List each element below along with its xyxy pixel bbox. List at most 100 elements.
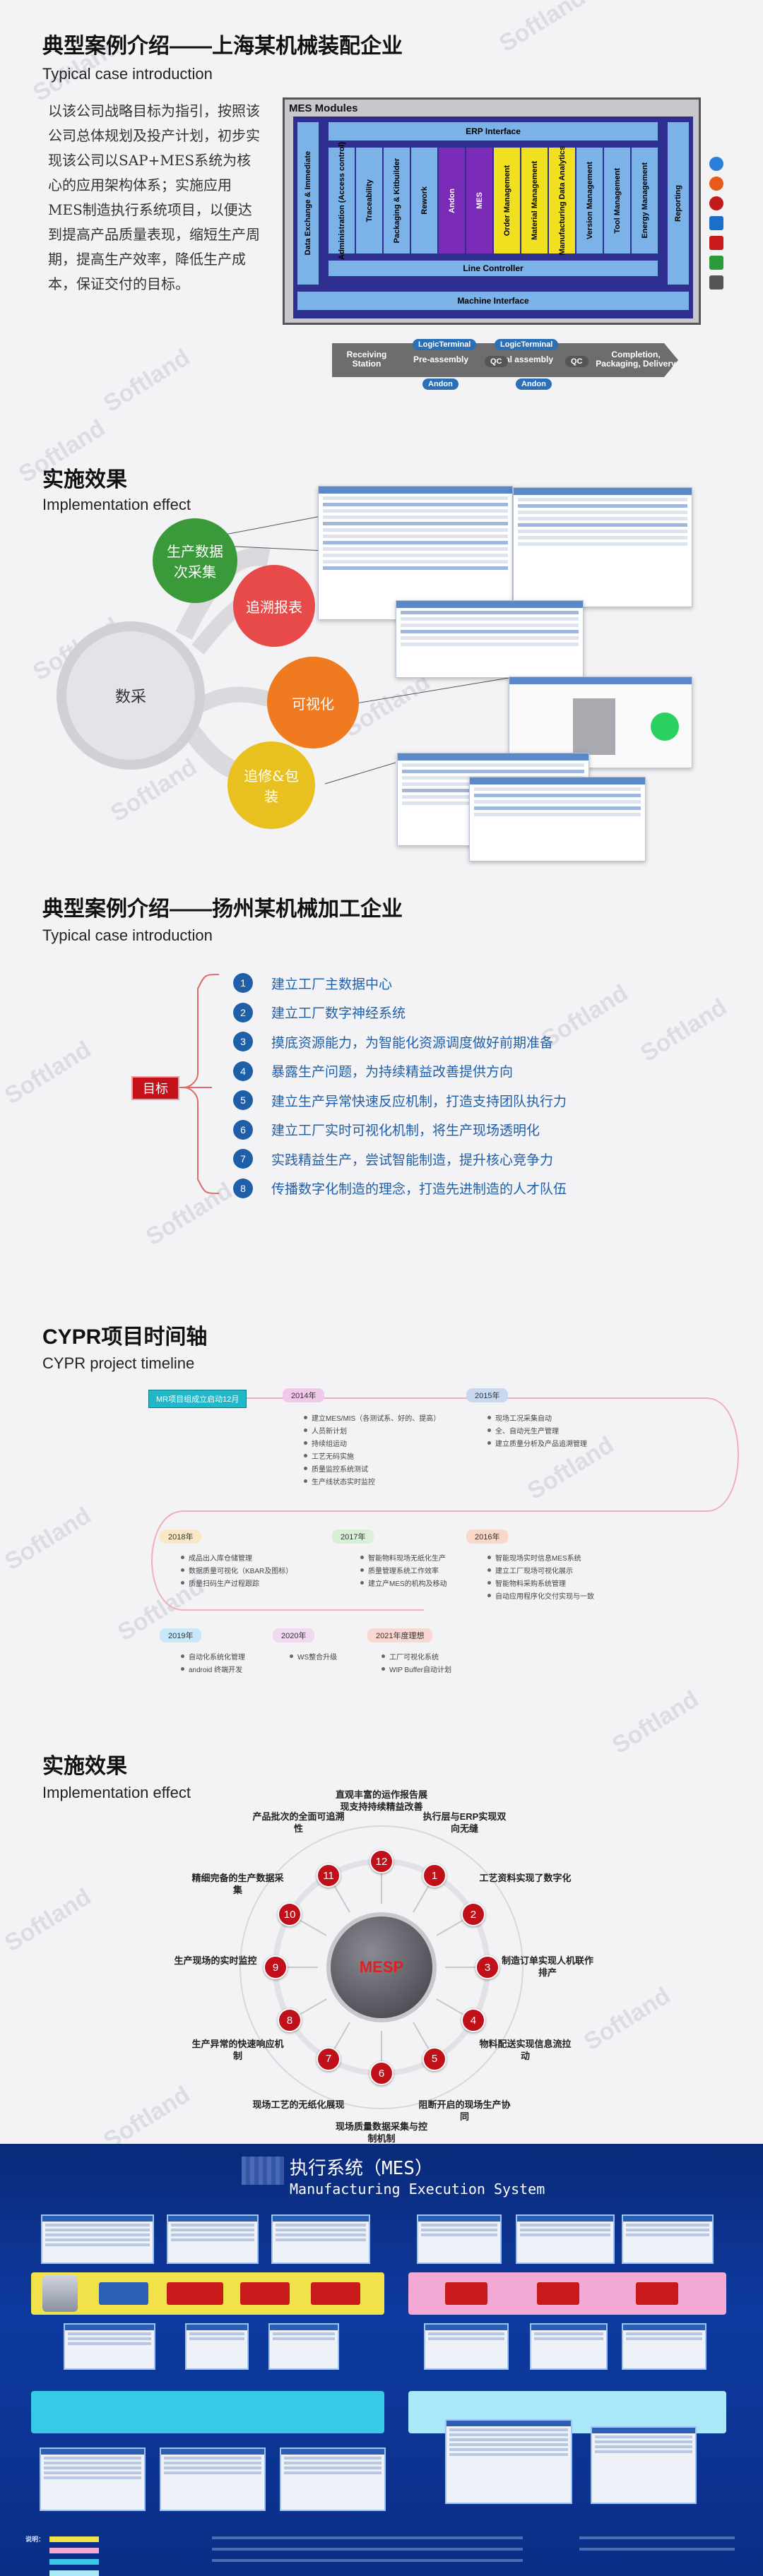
poster-flow-box — [636, 2282, 678, 2305]
pdf-icon — [709, 236, 723, 250]
poster-flow-box — [99, 2282, 148, 2305]
goal-number: 2 — [233, 1002, 253, 1022]
poster-flow-box — [240, 2282, 290, 2305]
data-exchange-bar: Data Exchange & Immediate — [297, 122, 319, 285]
poster-fine-print — [212, 2536, 523, 2539]
mesp-label: 制造订单实现人机联作排产 — [502, 1955, 594, 1978]
poster-flow-box — [537, 2282, 579, 2305]
timeline-item: 成品出入库仓储管理 — [181, 1552, 252, 1563]
poster-title: 执行系统（MES） — [290, 2158, 433, 2179]
node-production-data: 生产数据次采集 — [153, 518, 237, 603]
poster-flow-box — [445, 2282, 487, 2305]
mesp-hub: MESP — [326, 1912, 437, 2022]
timeline-item: 质量管理系统工作效率 — [360, 1565, 439, 1575]
mes-module-column: Version Management — [576, 148, 603, 254]
poster-subtitle: Manufacturing Execution System — [290, 2181, 545, 2198]
goal-text: 建立工厂实时可视化机制，将生产现场透明化 — [271, 1123, 540, 1138]
printer-icon — [709, 275, 723, 290]
poster-fine-print — [579, 2548, 735, 2551]
section1-subtitle: Typical case introduction — [42, 65, 213, 83]
goal-number: 7 — [233, 1149, 253, 1169]
goal-number: 6 — [233, 1119, 253, 1140]
poster-screen — [64, 2323, 155, 2370]
timeline-item: 建立工厂现场可视化展示 — [487, 1565, 573, 1575]
timeline-item: 建立MES/MIS（各测试系、好的、提高） — [304, 1412, 440, 1423]
logic-terminal-1: LogicTerminal — [413, 339, 477, 350]
timeline-item: 现场工况采集自动 — [487, 1412, 552, 1423]
mesp-number: 4 — [461, 2008, 485, 2032]
poster-screen — [185, 2323, 249, 2370]
process-completion: Completion, Packaging, Delivery — [596, 350, 676, 369]
process-pre-assembly: Pre-assembly — [413, 354, 469, 364]
timeline-year: 2015年 — [466, 1388, 509, 1402]
section3-subtitle: Typical case introduction — [42, 926, 213, 944]
qc-badge-2: QC — [565, 356, 588, 367]
timeline-start: MR项目组成立启动12月 — [148, 1390, 247, 1408]
blurred-logo — [242, 2157, 284, 2185]
timeline-item: 工艺无码实施 — [304, 1450, 354, 1461]
firefox-icon — [709, 177, 723, 191]
mes-module-column: Administration (Access control) — [329, 142, 355, 259]
mes-module-column: Manufacturing Data Analytics — [549, 146, 575, 255]
timeline-item: 质量监控系统测试 — [304, 1463, 368, 1474]
node-trace-report: 追溯报表 — [233, 565, 315, 647]
poster-fine-print — [579, 2536, 735, 2539]
section1-title: 典型案例介绍——上海某机械装配企业 — [42, 35, 403, 58]
poster-flow-box — [167, 2282, 223, 2305]
poster-screen — [40, 2447, 146, 2511]
poster-screen — [622, 2214, 714, 2264]
legend-swatch — [49, 2548, 99, 2553]
timeline-item: 持续组运动 — [304, 1438, 347, 1448]
goal-bracket — [177, 974, 220, 1194]
mesp-number: 5 — [422, 2046, 446, 2071]
mesp-label: 现场工艺的无纸化展现 — [252, 2099, 345, 2110]
mes-module-column: Tool Management — [604, 148, 630, 254]
poster-screen — [424, 2323, 509, 2370]
section5-subtitle: Implementation effect — [42, 1784, 191, 1801]
timeline-item: 智能物料采购系统管理 — [487, 1578, 566, 1588]
timeline-year: 2019年 — [160, 1628, 202, 1642]
mes-poster: 执行系统（MES） Manufacturing Execution System… — [0, 2144, 763, 2576]
goal-item: 6 建立工厂实时可视化机制，将生产现场透明化 — [233, 1119, 540, 1140]
screenshot-trace-report — [396, 600, 584, 678]
server-icon — [42, 2275, 78, 2312]
mes-module-column: MES — [466, 148, 492, 254]
section5-title: 实施效果 — [42, 1755, 127, 1778]
andon-badge-1: Andon — [422, 378, 459, 390]
timeline-item: 工厂可视化系统 — [382, 1651, 439, 1662]
mesp-label: 生产现场的实时监控 — [174, 1955, 257, 1966]
reporting-bar: Reporting — [668, 122, 689, 285]
mesp-label: 阻断开启的现场生产协同 — [418, 2099, 511, 2122]
timeline-item: 自动应用程序化交付实现与一致 — [487, 1590, 594, 1601]
timeline-year: 2017年 — [332, 1530, 374, 1544]
section2-title: 实施效果 — [42, 468, 127, 491]
poster-fine-print — [212, 2559, 523, 2562]
goal-text: 建立工厂主数据中心 — [271, 976, 393, 992]
mesp-label: 现场质量数据采集与控制机制 — [336, 2121, 428, 2144]
line-controller-bar: Line Controller — [329, 261, 658, 276]
goal-text: 摸底资源能力，为智能化资源调度做好前期准备 — [271, 1034, 554, 1051]
goal-text: 暴露生产问题，为持续精益改善提供方向 — [271, 1064, 514, 1080]
mesp-number: 3 — [475, 1955, 499, 1979]
poster-screen — [591, 2426, 697, 2504]
mes-module-column: Packaging & Kitbuilder — [384, 148, 410, 254]
timeline-item: 建立质量分析及产品追溯管理 — [487, 1438, 587, 1448]
poster-screen — [167, 2214, 259, 2264]
process-receiving-station: Receiving Station — [346, 350, 387, 369]
timeline-item: 数据质量可视化（KBAR及图标） — [181, 1565, 292, 1575]
goal-text: 建立生产异常快速反应机制，打造支持团队执行力 — [271, 1093, 567, 1109]
goal-number: 5 — [233, 1090, 253, 1110]
poster-screen — [160, 2447, 266, 2511]
center-data-collection: 数采 — [57, 621, 205, 770]
poster-legend-label: 说明： — [25, 2536, 45, 2543]
goal-number: 3 — [233, 1032, 253, 1051]
legend-swatch — [49, 2559, 99, 2565]
poster-fine-print — [212, 2548, 523, 2551]
mes-module-column: Material Management — [521, 148, 548, 254]
andon-badge-2: Andon — [516, 378, 552, 390]
opera-icon — [709, 196, 723, 210]
erp-interface-bar: ERP Interface — [329, 122, 658, 141]
poster-screen — [280, 2447, 386, 2511]
